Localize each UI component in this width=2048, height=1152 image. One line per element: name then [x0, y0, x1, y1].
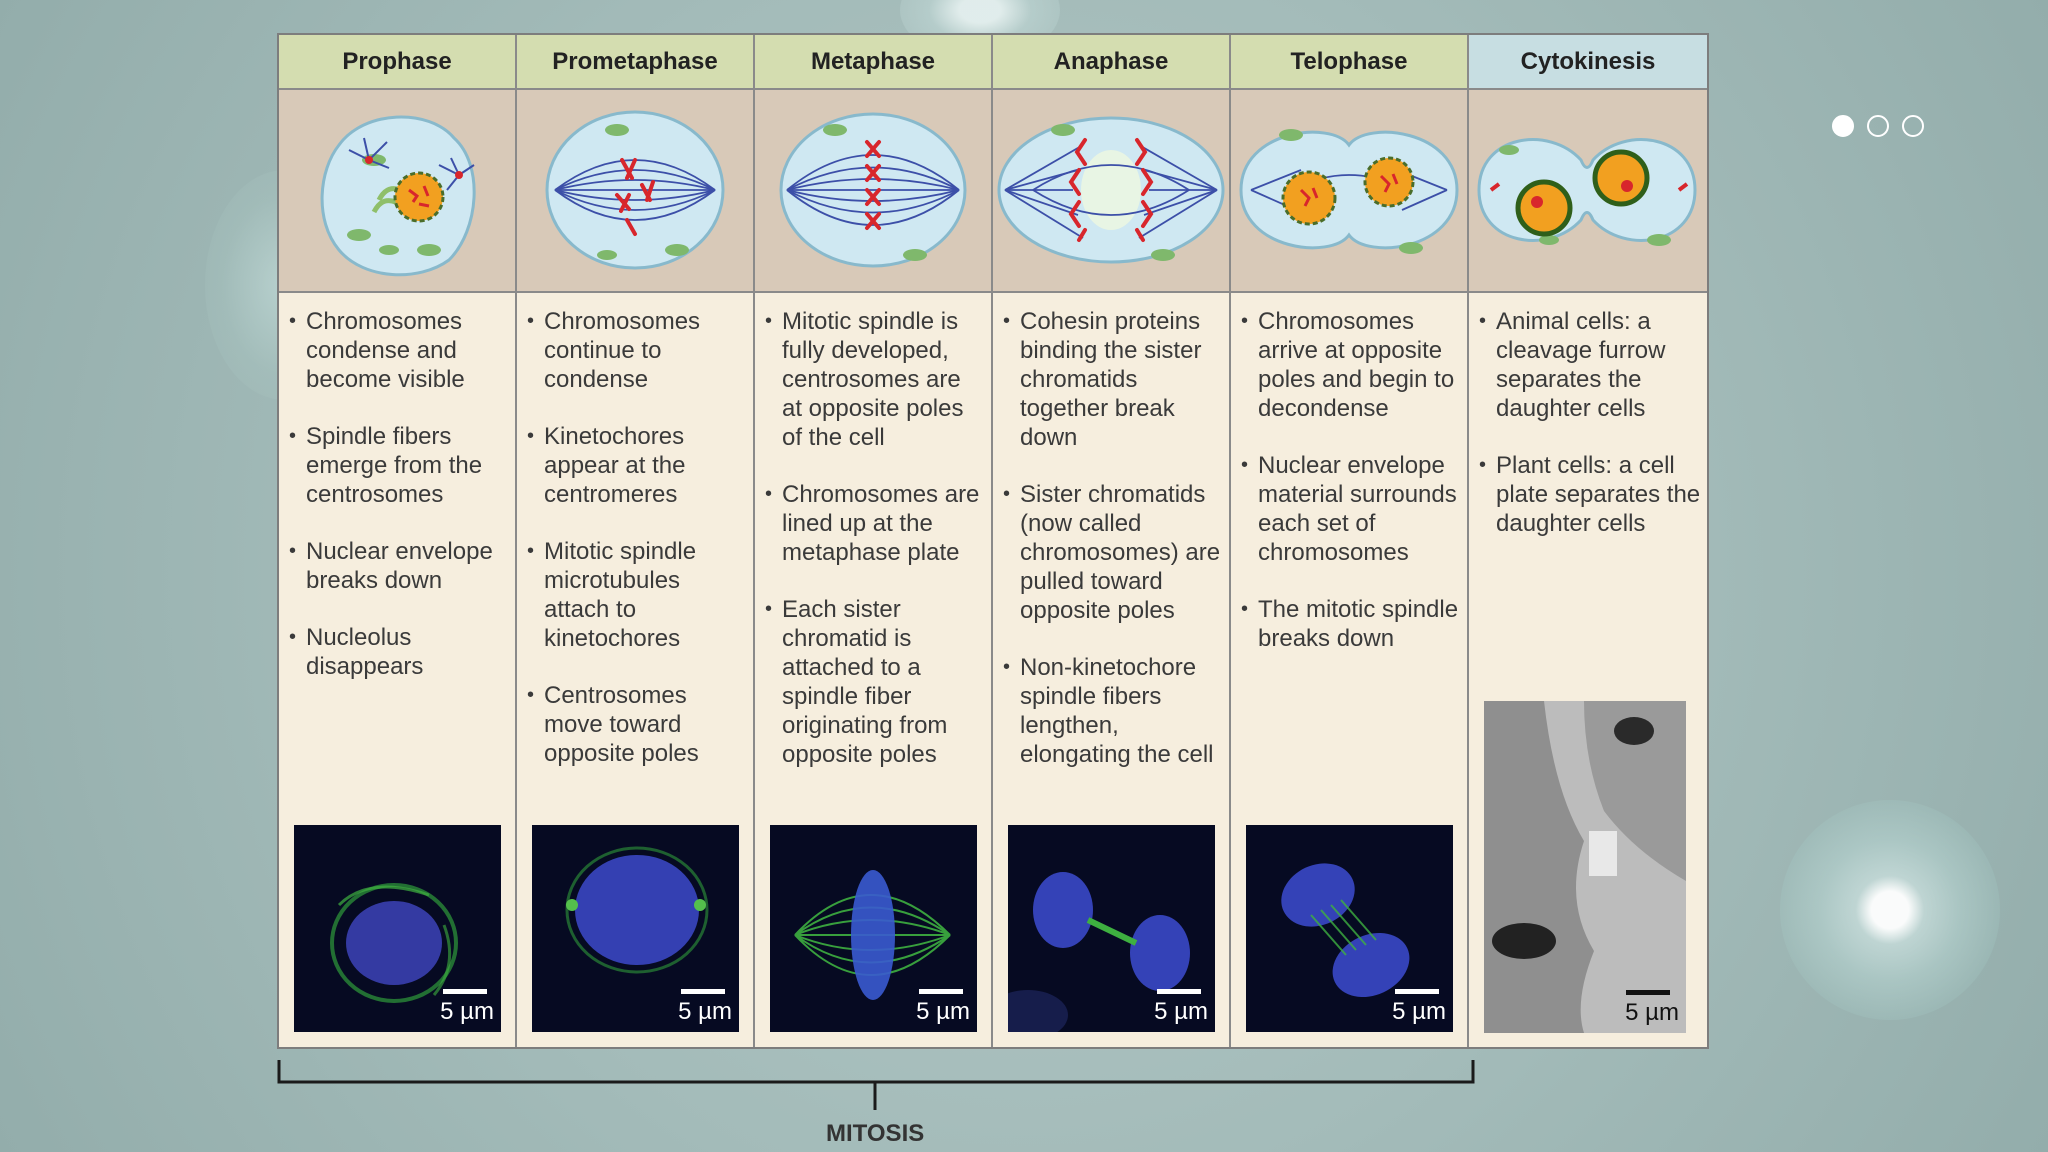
- carousel-dot-3[interactable]: [1902, 115, 1924, 137]
- telophase-micrograph: 5 µm: [1246, 825, 1453, 1032]
- bullet-item: Chromosomes continue to condense: [527, 307, 749, 394]
- bullet-item: Nuclear envelope breaks down: [289, 537, 511, 595]
- scale-label: 5 µm: [1625, 999, 1679, 1026]
- scale-bar: [919, 989, 963, 994]
- scale-bar: [1157, 989, 1201, 994]
- bullet-item: Chromosomes are lined up at the metaphas…: [765, 480, 987, 567]
- phase-description-list: Chromosomes condense and become visible …: [279, 293, 515, 681]
- bullet-item: Mitotic spindle is fully developed, cent…: [765, 307, 987, 452]
- phase-column-metaphase: Metaphase Mitotic spindle is fully devel…: [755, 35, 993, 1047]
- phase-header: Prometaphase: [517, 35, 753, 90]
- cytokinesis-electron-micrograph: 5 µm: [1484, 701, 1686, 1033]
- phase-column-prometaphase: Prometaphase Chromosomes continue to c: [517, 35, 755, 1047]
- phase-column-prophase: Prophase Chromosomes conde: [279, 35, 517, 1047]
- scale-label: 5 µm: [440, 998, 494, 1025]
- phase-header: Cytokinesis: [1469, 35, 1707, 90]
- phase-header: Anaphase: [993, 35, 1229, 90]
- cell-division-figure: Prophase Chromosomes conde: [277, 33, 1709, 1049]
- bullet-item: Mitotic spindle microtubules attach to k…: [527, 537, 749, 653]
- carousel-pagination: [1832, 115, 1924, 137]
- phase-column-anaphase: Anaphase Cohesin proteins binding the: [993, 35, 1231, 1047]
- mitosis-label: MITOSIS: [826, 1120, 925, 1147]
- scale-label: 5 µm: [916, 998, 970, 1025]
- bullet-item: Non-kinetochore spindle fibers lengthen,…: [1003, 653, 1225, 769]
- bullet-item: Plant cells: a cell plate separates the …: [1479, 451, 1703, 538]
- scale-label: 5 µm: [678, 998, 732, 1025]
- phase-header: Metaphase: [755, 35, 991, 90]
- anaphase-micrograph: 5 µm: [1008, 825, 1215, 1032]
- carousel-dot-2[interactable]: [1867, 115, 1889, 137]
- scale-bar: [1626, 990, 1670, 995]
- scale-bar: [1395, 989, 1439, 994]
- bullet-item: Chromosomes condense and become visible: [289, 307, 511, 394]
- prometaphase-micrograph: 5 µm: [532, 825, 739, 1032]
- prophase-micrograph: 5 µm: [294, 825, 501, 1032]
- bullet-item: Centrosomes move toward opposite poles: [527, 681, 749, 768]
- scale-bar: [681, 989, 725, 994]
- phase-description-list: Chromosomes continue to condense Kinetoc…: [517, 293, 753, 768]
- metaphase-illustration: [755, 90, 991, 293]
- phase-column-cytokinesis: Cytokinesis Animal cells: a cleavage fur…: [1469, 35, 1707, 1047]
- bokeh-light-1: [1780, 800, 2000, 1020]
- phase-description-list: Animal cells: a cleavage furrow separate…: [1469, 293, 1707, 538]
- metaphase-micrograph: 5 µm: [770, 825, 977, 1032]
- bullet-item: Nuclear envelope material surrounds each…: [1241, 451, 1463, 567]
- phase-header: Prophase: [279, 35, 515, 90]
- bullet-item: Kinetochores appear at the centromeres: [527, 422, 749, 509]
- phase-header: Telophase: [1231, 35, 1467, 90]
- bullet-item: Cohesin proteins binding the sister chro…: [1003, 307, 1225, 452]
- scale-label: 5 µm: [1154, 998, 1208, 1025]
- carousel-dot-1[interactable]: [1832, 115, 1854, 137]
- phase-column-telophase: Telophase Chromosomes arrive at opposite…: [1231, 35, 1469, 1047]
- bullet-item: The mitotic spindle breaks down: [1241, 595, 1463, 653]
- anaphase-illustration: [993, 90, 1229, 293]
- prophase-illustration: [279, 90, 515, 293]
- bullet-item: Spindle fibers emerge from the centrosom…: [289, 422, 511, 509]
- phase-description-list: Chromosomes arrive at opposite poles and…: [1231, 293, 1467, 653]
- bullet-item: Sister chromatids (now called chromosome…: [1003, 480, 1225, 625]
- bullet-item: Chromosomes arrive at opposite poles and…: [1241, 307, 1463, 423]
- phase-description-list: Cohesin proteins binding the sister chro…: [993, 293, 1229, 769]
- bullet-item: Animal cells: a cleavage furrow separate…: [1479, 307, 1703, 423]
- bullet-item: Nucleolus disappears: [289, 623, 511, 681]
- mitosis-bracket: [277, 1060, 1475, 1110]
- scale-label: 5 µm: [1392, 998, 1446, 1025]
- prometaphase-illustration: [517, 90, 753, 293]
- bullet-item: Each sister chromatid is attached to a s…: [765, 595, 987, 769]
- scale-bar: [443, 989, 487, 994]
- cytokinesis-illustration: [1469, 90, 1707, 293]
- telophase-illustration: [1231, 90, 1467, 293]
- phase-description-list: Mitotic spindle is fully developed, cent…: [755, 293, 991, 769]
